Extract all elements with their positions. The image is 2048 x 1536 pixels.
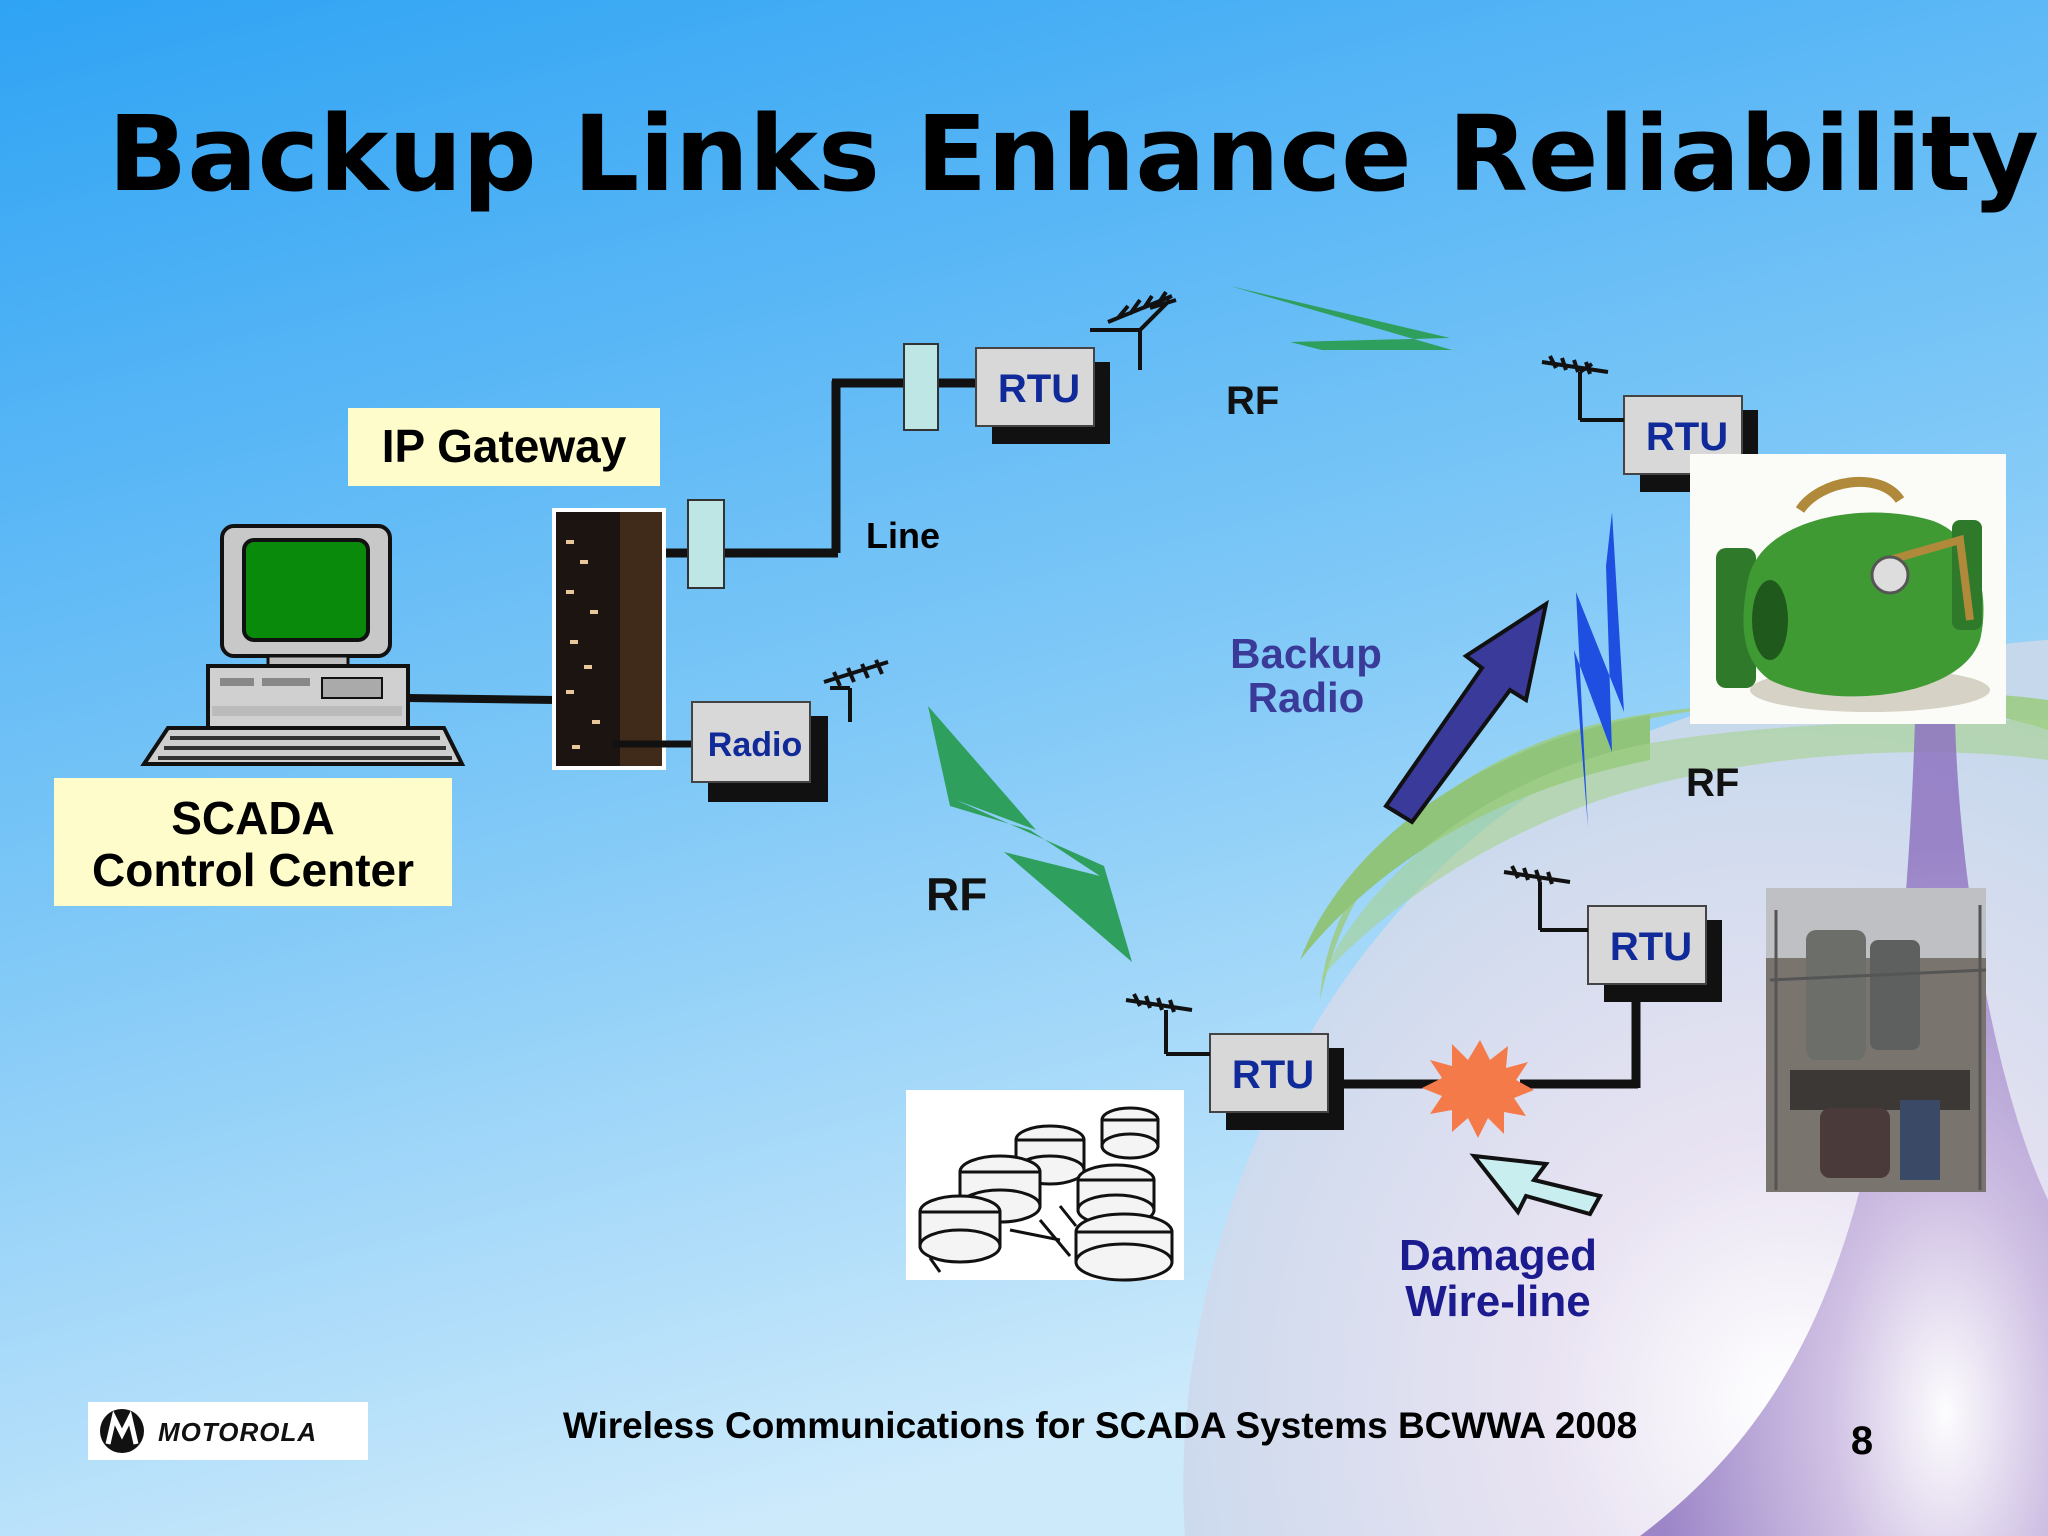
scada-label-line1: SCADA: [171, 792, 335, 844]
antenna-icon: [1541, 355, 1624, 422]
wire-line-upper: [666, 343, 982, 589]
damaged-label-line2: Wire-line: [1405, 1277, 1590, 1326]
backup-arrow-icon: [1383, 599, 1549, 825]
page-number: 8: [1851, 1419, 1873, 1463]
antenna-icon: [823, 659, 889, 722]
modem-icon: [903, 343, 939, 431]
radio-label: Radio: [708, 726, 802, 764]
damaged-wire-line: [1342, 1000, 1641, 1089]
line-label: Line: [866, 515, 940, 556]
slide-title: Backup Links Enhance Reliability: [108, 93, 2039, 215]
motorola-logo: MOTOROLA: [88, 1402, 368, 1460]
antenna-icon: [1125, 993, 1210, 1056]
ip-gateway-label: IP Gateway: [348, 408, 660, 486]
rtu-label: RTU: [1232, 1053, 1314, 1097]
ip-gateway-text: IP Gateway: [382, 420, 627, 472]
rf-label: RF: [1226, 379, 1279, 423]
rf-label: RF: [926, 868, 987, 920]
antenna-icon: [1503, 865, 1588, 932]
damaged-arrow-icon: [1469, 1153, 1604, 1217]
link-computer-gateway: [407, 694, 557, 704]
backup-radio-line2: Radio: [1248, 674, 1365, 721]
backup-lightning-icon: [1574, 512, 1624, 828]
rf-lightning-icon: [1230, 286, 1512, 398]
antenna-icon: [1090, 290, 1177, 370]
rtu-label: RTU: [998, 367, 1080, 411]
pump-station-photo: [1766, 888, 1987, 1192]
modem-icon: [687, 499, 725, 589]
damaged-label-line1: Damaged: [1399, 1231, 1597, 1280]
valve-photo: [1690, 454, 2006, 724]
radio-box: Radio: [691, 701, 828, 802]
scada-control-center-label: SCADA Control Center: [54, 778, 452, 906]
backup-radio-line1: Backup: [1230, 630, 1382, 677]
scada-label-line2: Control Center: [92, 844, 414, 896]
rtu-box: RTU: [1209, 1033, 1344, 1130]
rtu-label: RTU: [1610, 925, 1692, 969]
rtu-label: RTU: [1646, 415, 1728, 459]
storage-tanks-photo: [906, 1090, 1184, 1282]
rf-lightning-icon: [928, 706, 1132, 962]
gateway-server-icon: [552, 508, 666, 770]
rtu-box: RTU: [1587, 905, 1722, 1002]
rf-label: RF: [1686, 761, 1739, 805]
damage-starburst-icon: [1422, 1040, 1534, 1138]
computer-icon: [140, 524, 466, 766]
rtu-box: RTU: [975, 347, 1110, 444]
logo-wordmark: MOTOROLA: [158, 1417, 317, 1447]
footer-text: Wireless Communications for SCADA System…: [563, 1405, 1637, 1446]
